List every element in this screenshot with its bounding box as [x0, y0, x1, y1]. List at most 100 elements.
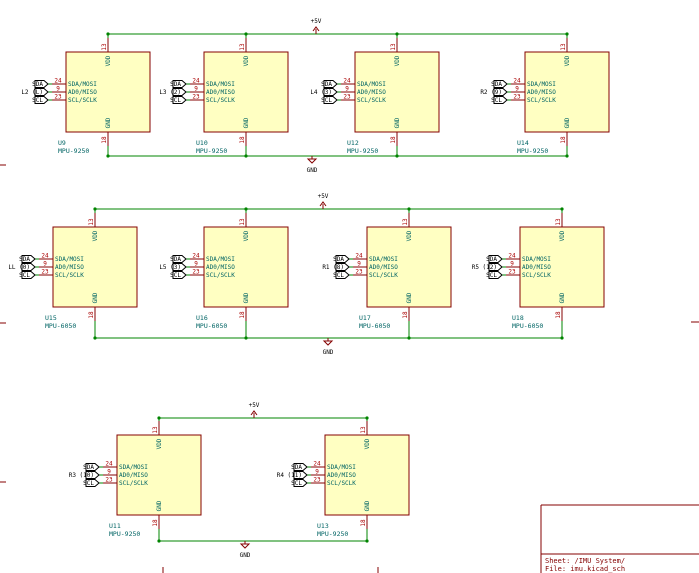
net-label-box [172, 88, 187, 96]
sda-net-label: SDA [170, 81, 181, 88]
vdd-pin-name: VDD [564, 55, 571, 66]
vdd-pin-name: VDD [92, 230, 99, 241]
chip-select-label: R3 (10) [69, 472, 94, 479]
sda-net-label: SDA [491, 81, 502, 88]
scl-pin-number: 23 [41, 269, 49, 276]
chip-reference: U14 [517, 139, 529, 147]
junction-dot [244, 336, 248, 340]
ground-symbol: GND [240, 541, 251, 559]
power-net-label: +5V [249, 402, 260, 409]
net-label-box [335, 255, 350, 263]
net-label-box [488, 263, 503, 271]
ad0-pin-number: 9 [515, 86, 519, 93]
plus5v-power-symbol: +5V [311, 18, 322, 34]
gnd-pin-number: 18 [390, 136, 397, 144]
gnd-pin-number: 18 [88, 311, 95, 319]
ad0-pin-number: 9 [56, 86, 60, 93]
chip-select-label: L3 (2) [159, 89, 181, 96]
junction-dot [565, 32, 569, 36]
ground-triangle-icon [306, 158, 318, 164]
chip-select-label: L2 (L) [21, 89, 43, 96]
chip-body [116, 434, 202, 516]
scl-pin-name: SCL/SCLK [522, 272, 551, 279]
ad0-pin-name: AD0/MISO [206, 89, 235, 96]
scl-pin-name: SCL/SCLK [369, 272, 398, 279]
vdd-pin-name: VDD [559, 230, 566, 241]
vdd-pin-number: 13 [560, 43, 567, 51]
net-label-box [21, 271, 36, 279]
sda-pin-name: SDA/MOSI [527, 81, 556, 88]
sda-pin-name: SDA/MOSI [68, 81, 97, 88]
sda-pin-name: SDA/MOSI [206, 256, 235, 263]
sda-pin-number: 24 [105, 461, 113, 468]
sda-pin-number: 24 [313, 461, 321, 468]
scl-pin-number: 23 [508, 269, 516, 276]
net-label-box [293, 463, 308, 471]
vdd-pin-number: 13 [390, 43, 397, 51]
scl-net-label: SCL [170, 272, 181, 279]
gnd-pin-name: GND [92, 292, 99, 303]
net-label-box [335, 271, 350, 279]
gnd-pin-number: 18 [402, 311, 409, 319]
ad0-pin-number: 9 [345, 86, 349, 93]
power-arrow-icon [250, 410, 258, 416]
ad0-pin-name: AD0/MISO [55, 264, 84, 271]
gnd-pin-number: 18 [239, 136, 246, 144]
sda-net-label: SDA [32, 81, 43, 88]
gnd-pin-number: 18 [360, 519, 367, 527]
chip-reference: U15 [45, 314, 57, 322]
vdd-pin-number: 13 [239, 218, 246, 226]
junction-dot [407, 207, 411, 211]
vdd-pin-name: VDD [406, 230, 413, 241]
sda-pin-name: SDA/MOSI [357, 81, 386, 88]
sda-pin-name: SDA/MOSI [55, 256, 84, 263]
vdd-pin-number: 13 [88, 218, 95, 226]
chip-value: MPU-9250 [317, 530, 348, 538]
junction-dot [244, 154, 248, 158]
sda-net-label: SDA [321, 81, 332, 88]
ad0-pin-name: AD0/MISO [357, 89, 386, 96]
chip-reference: U12 [347, 139, 359, 147]
net-label-box [172, 271, 187, 279]
chip-select-label: L4 (3) [310, 89, 332, 96]
vdd-pin-name: VDD [156, 438, 163, 449]
sda-pin-number: 24 [508, 253, 516, 260]
chip-body [203, 226, 289, 308]
vdd-pin-number: 13 [555, 218, 562, 226]
scl-pin-name: SCL/SCLK [327, 480, 356, 487]
chip-select-label: R1 (8) [322, 264, 344, 271]
scl-pin-name: SCL/SCLK [119, 480, 148, 487]
ground-symbol: GND [307, 156, 318, 174]
net-label-box [172, 96, 187, 104]
chip-value: MPU-9250 [58, 147, 89, 155]
chip-select-label: L5 (3) [159, 264, 181, 271]
net-label-box [21, 263, 36, 271]
scl-net-label: SCL [333, 272, 344, 279]
scl-pin-name: SCL/SCLK [68, 97, 97, 104]
chip-value: MPU-6050 [196, 322, 227, 330]
sda-pin-name: SDA/MOSI [522, 256, 551, 263]
gnd-pin-name: GND [243, 117, 250, 128]
sda-pin-number: 24 [41, 253, 49, 260]
ad0-pin-name: AD0/MISO [68, 89, 97, 96]
junction-dot [106, 154, 110, 158]
sda-net-label: SDA [19, 256, 30, 263]
chip-select-label: R4 (11) [277, 472, 302, 479]
chip-value: MPU-9250 [109, 530, 140, 538]
sda-pin-number: 24 [54, 78, 62, 85]
net-label-box [335, 263, 350, 271]
sda-net-label: SDA [83, 464, 94, 471]
vdd-pin-number: 13 [360, 426, 367, 434]
power-arrow-icon [319, 201, 327, 207]
vdd-pin-name: VDD [394, 55, 401, 66]
ground-net-label: GND [240, 552, 251, 559]
junction-dot [365, 416, 369, 420]
gnd-pin-number: 18 [101, 136, 108, 144]
